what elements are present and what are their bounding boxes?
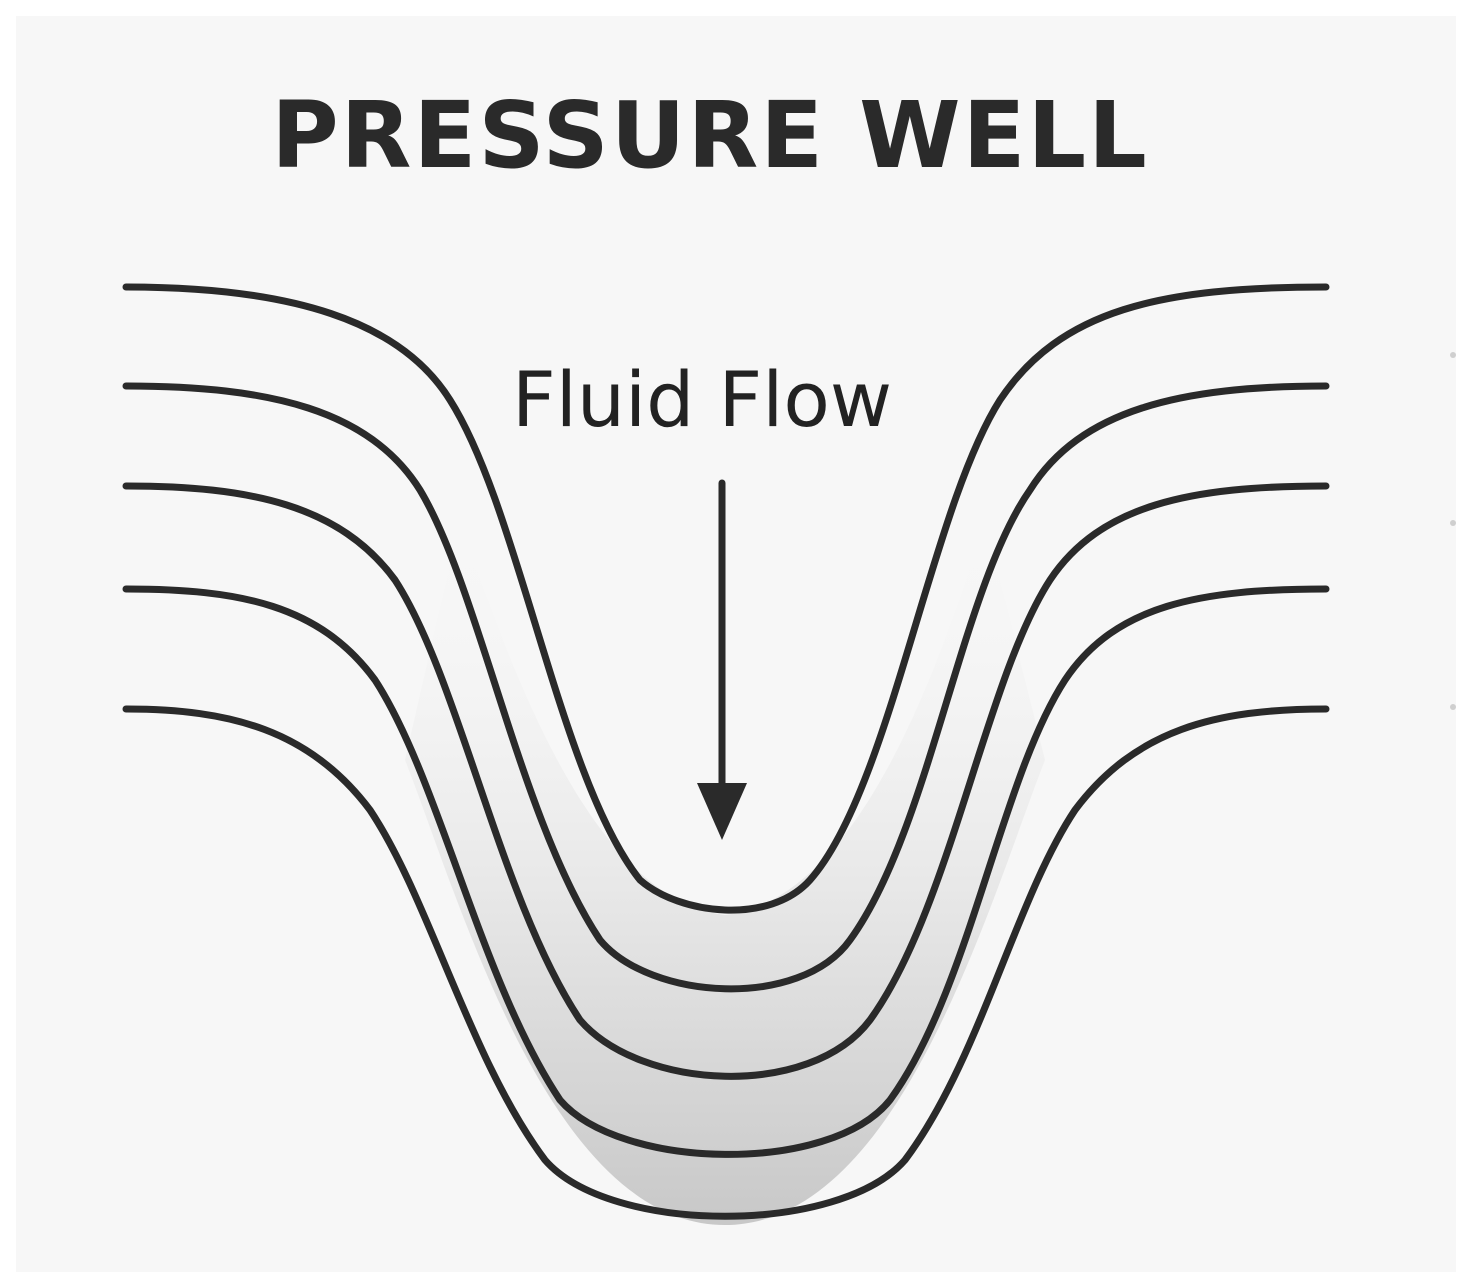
contour-line-3 — [122, 482, 1330, 1080]
edge-artifact — [1450, 520, 1456, 526]
well-shading — [405, 520, 1045, 1225]
fluid-flow-label: Fluid Flow — [512, 355, 892, 444]
edge-artifact — [1450, 704, 1456, 710]
flow-arrow-head — [697, 783, 747, 840]
diagram-title: PRESSURE WELL — [271, 82, 1149, 189]
contour-line-4 — [122, 585, 1330, 1158]
contour-line-1 — [122, 283, 1330, 914]
edge-artifact — [1450, 352, 1456, 358]
contour-line-2 — [122, 382, 1330, 993]
contour-line-5 — [122, 705, 1330, 1220]
